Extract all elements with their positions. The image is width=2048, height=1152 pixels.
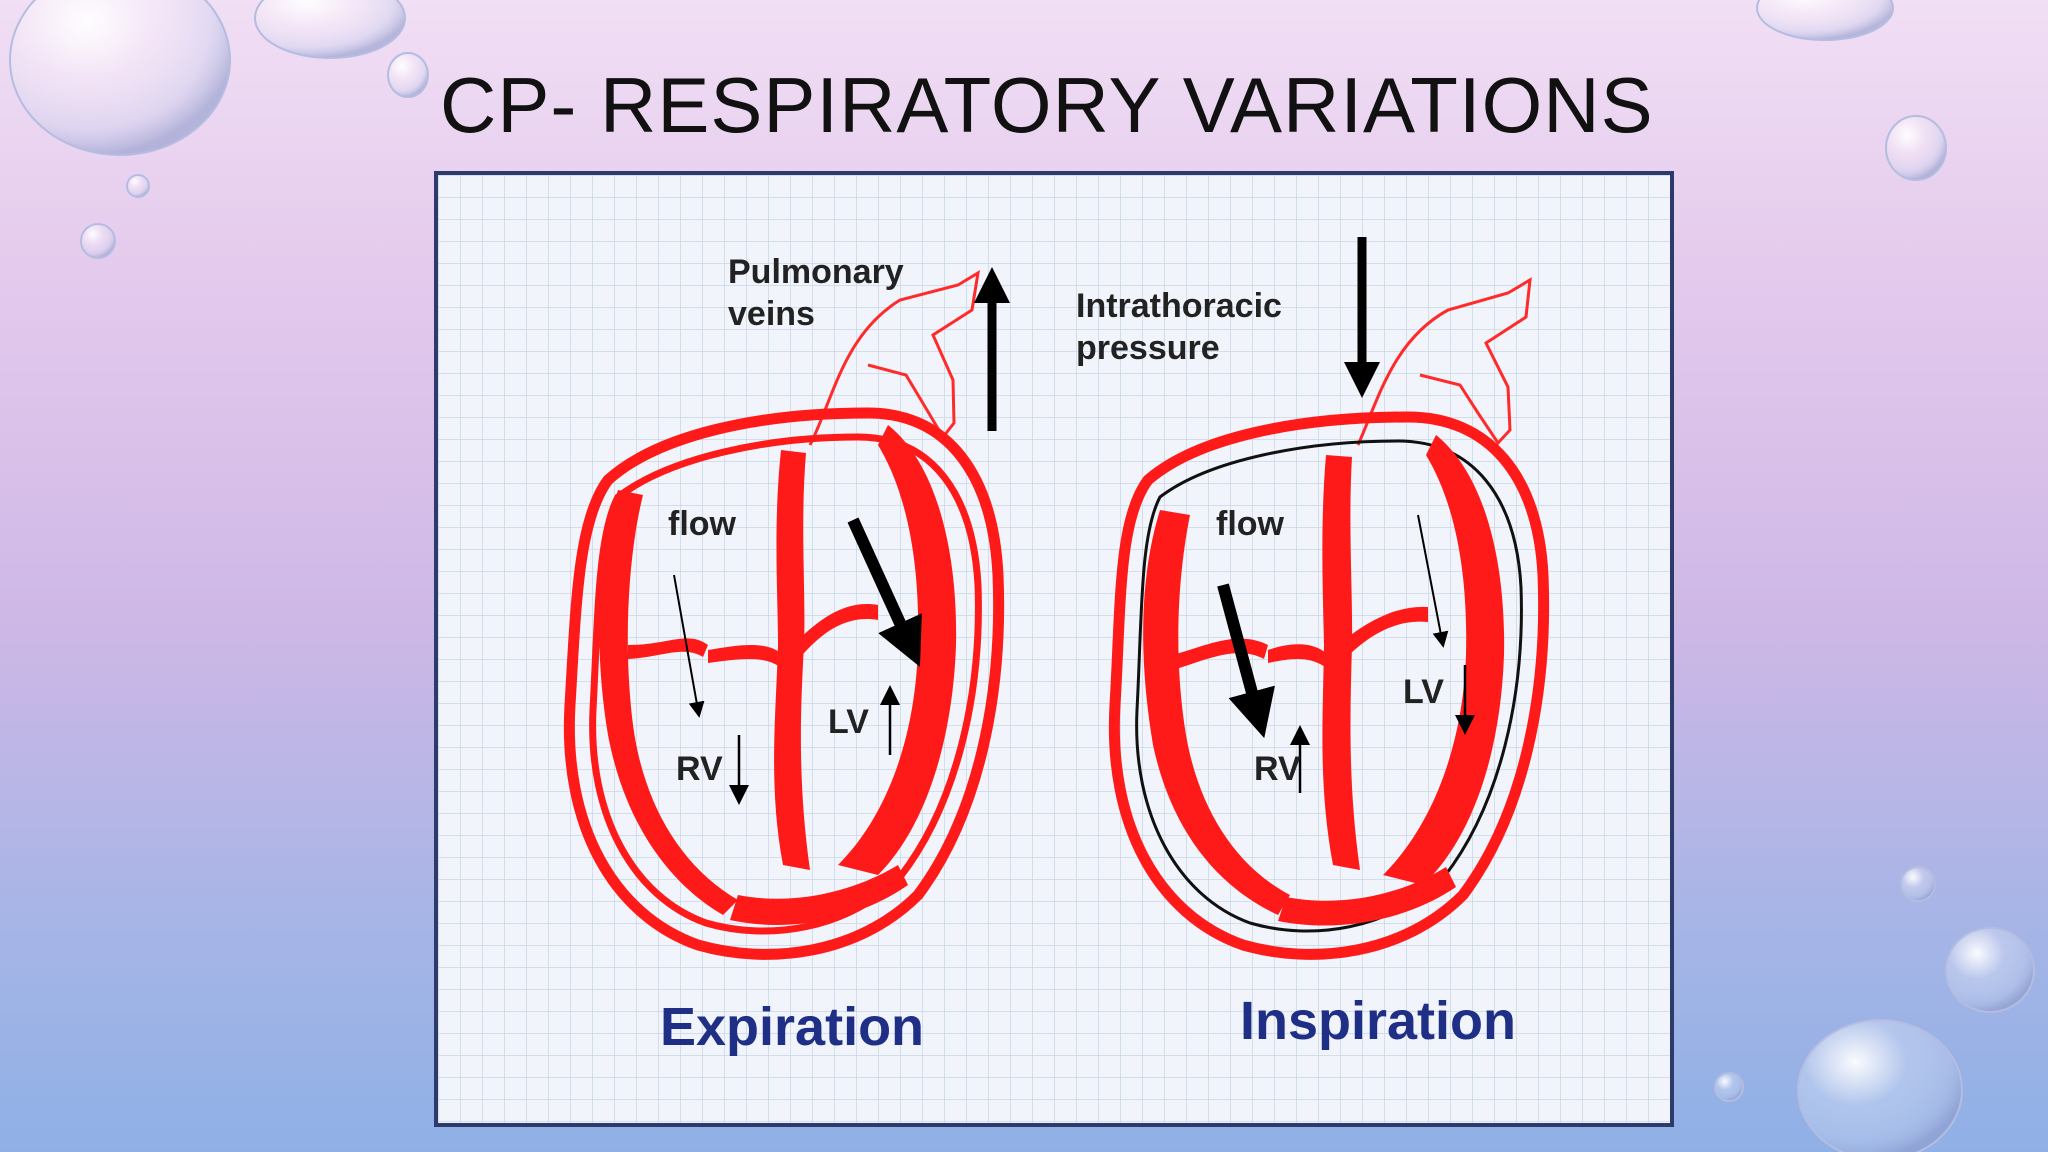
slide-title: CP- RESPIRATORY VARIATIONS [440, 61, 1654, 149]
interventricular-septum [774, 450, 810, 870]
rv-flow-thin-arrow [673, 574, 705, 718]
right-ventricle-wall [599, 490, 738, 915]
intrathoracic-pressure-label-line1: Intrathoracic [1076, 287, 1282, 325]
rv-flow-big-arrow [1217, 583, 1275, 739]
pulmonary-vein-outline [1356, 277, 1532, 446]
expiration-rv-label: RV [676, 750, 723, 788]
papillary-strand [1268, 644, 1328, 667]
left-ventricle-wall [1383, 435, 1505, 885]
left-ventricle-wall [838, 425, 957, 875]
heart-diagram-figure: flow RV LV Pulmonary veins Expiration [434, 171, 1674, 1127]
inspiration-flow-label: flow [1216, 505, 1285, 543]
pulmonary-veins-label-line1: Pulmonary [728, 253, 904, 291]
inspiration-rv-label: RV [1254, 750, 1301, 788]
ventricle-wall-outline [589, 433, 982, 935]
intrathoracic-pressure-label-line2: pressure [1076, 329, 1220, 367]
expiration-lv-label: LV [828, 703, 869, 741]
lv-flow-thin-arrow [1417, 514, 1449, 648]
pulmonary-veins-label-line2: veins [728, 295, 815, 333]
papillary-strand [628, 638, 708, 659]
apex-mass [1278, 867, 1456, 926]
interventricular-septum [1322, 455, 1360, 870]
right-ventricle-wall [1143, 510, 1290, 915]
ventricle-wall-outline [1135, 439, 1523, 933]
papillary-strand [1338, 606, 1428, 661]
expiration-phase-label: Expiration [660, 997, 924, 1057]
apex-mass [730, 865, 908, 925]
expiration-flow-label: flow [668, 505, 737, 543]
inspiration-phase-label: Inspiration [1240, 991, 1516, 1051]
lv-flow-big-arrow [847, 517, 922, 667]
pericardium-outline [563, 407, 1005, 960]
papillary-strand [793, 604, 878, 660]
expiration-heart: flow RV LV Pulmonary veins Expiration [563, 253, 1010, 1057]
heart-diagram-svg: flow RV LV Pulmonary veins Expiration [438, 175, 1670, 1123]
pericardium-outline [1108, 411, 1550, 960]
inspiration-lv-label: LV [1403, 673, 1444, 711]
inspiration-heart: flow RV LV Intrathoracic pressure Inspir… [1076, 237, 1550, 1051]
papillary-strand [708, 645, 783, 667]
